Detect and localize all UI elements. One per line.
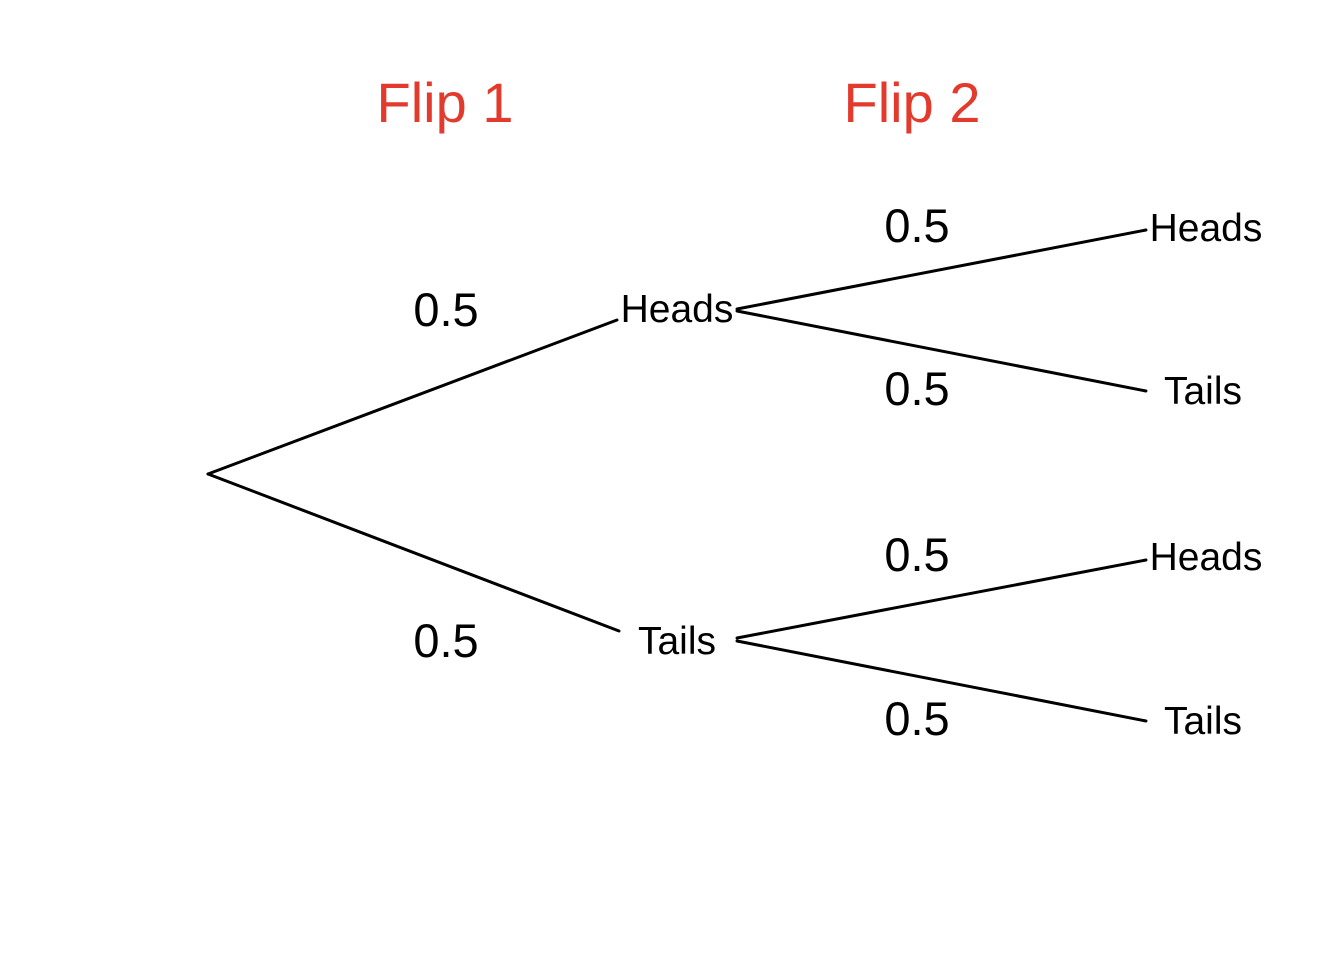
leaf-label-heads-heads: Heads [1150, 207, 1263, 250]
node-label-flip1-tails: Tails [638, 620, 716, 663]
prob-label-flip2-heads-heads: 0.5 [884, 199, 949, 252]
branch-line-root-heads [206, 318, 619, 476]
prob-label-flip2-tails-heads: 0.5 [884, 528, 949, 581]
leaf-label-tails-tails: Tails [1164, 700, 1242, 743]
leaf-label-heads-tails: Tails [1164, 370, 1242, 413]
prob-label-flip2-tails-tails: 0.5 [884, 692, 949, 745]
node-label-flip1-heads: Heads [621, 288, 734, 331]
prob-label-flip1-tails: 0.5 [413, 614, 478, 667]
branch-line-tails-tails [735, 639, 1148, 723]
branch-line-root-tails [206, 472, 621, 633]
branch-line-tails-heads [735, 558, 1148, 640]
column-title-flip-1: Flip 1 [377, 71, 514, 134]
prob-label-flip2-heads-tails: 0.5 [884, 362, 949, 415]
column-title-flip-2: Flip 2 [844, 71, 981, 134]
prob-label-flip1-heads: 0.5 [413, 283, 478, 336]
branch-line-heads-tails [735, 309, 1148, 393]
branch-line-heads-heads [735, 228, 1148, 311]
leaf-label-tails-heads: Heads [1150, 536, 1263, 579]
